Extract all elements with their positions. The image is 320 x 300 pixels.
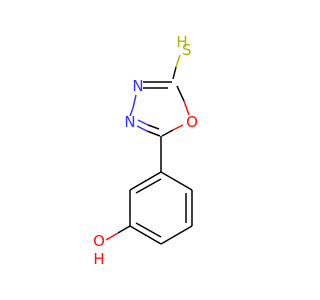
hydroxyl-oxygen-label: O [93, 232, 105, 250]
bond-o-c2 [176, 85, 190, 116]
molecule-diagram: H S N N O O H [93, 33, 198, 268]
nitrogen-lower-label: N [124, 113, 135, 131]
hydroxyl-hydrogen-label: H [93, 250, 104, 268]
bond-thiol [172, 54, 181, 80]
ring-oxygen-label: O [186, 113, 198, 131]
sulfur-label: S [182, 41, 192, 59]
hydrogen-thiol-label: H [176, 33, 187, 51]
bond-n-c-double [136, 119, 161, 137]
benzene-ring [129, 171, 193, 245]
bond-c5-o [161, 124, 184, 137]
bond-c-n-double [143, 81, 172, 89]
bond-n-n [129, 94, 137, 117]
nitrogen-upper-label: N [132, 77, 143, 95]
bond-c-oh [105, 225, 131, 241]
